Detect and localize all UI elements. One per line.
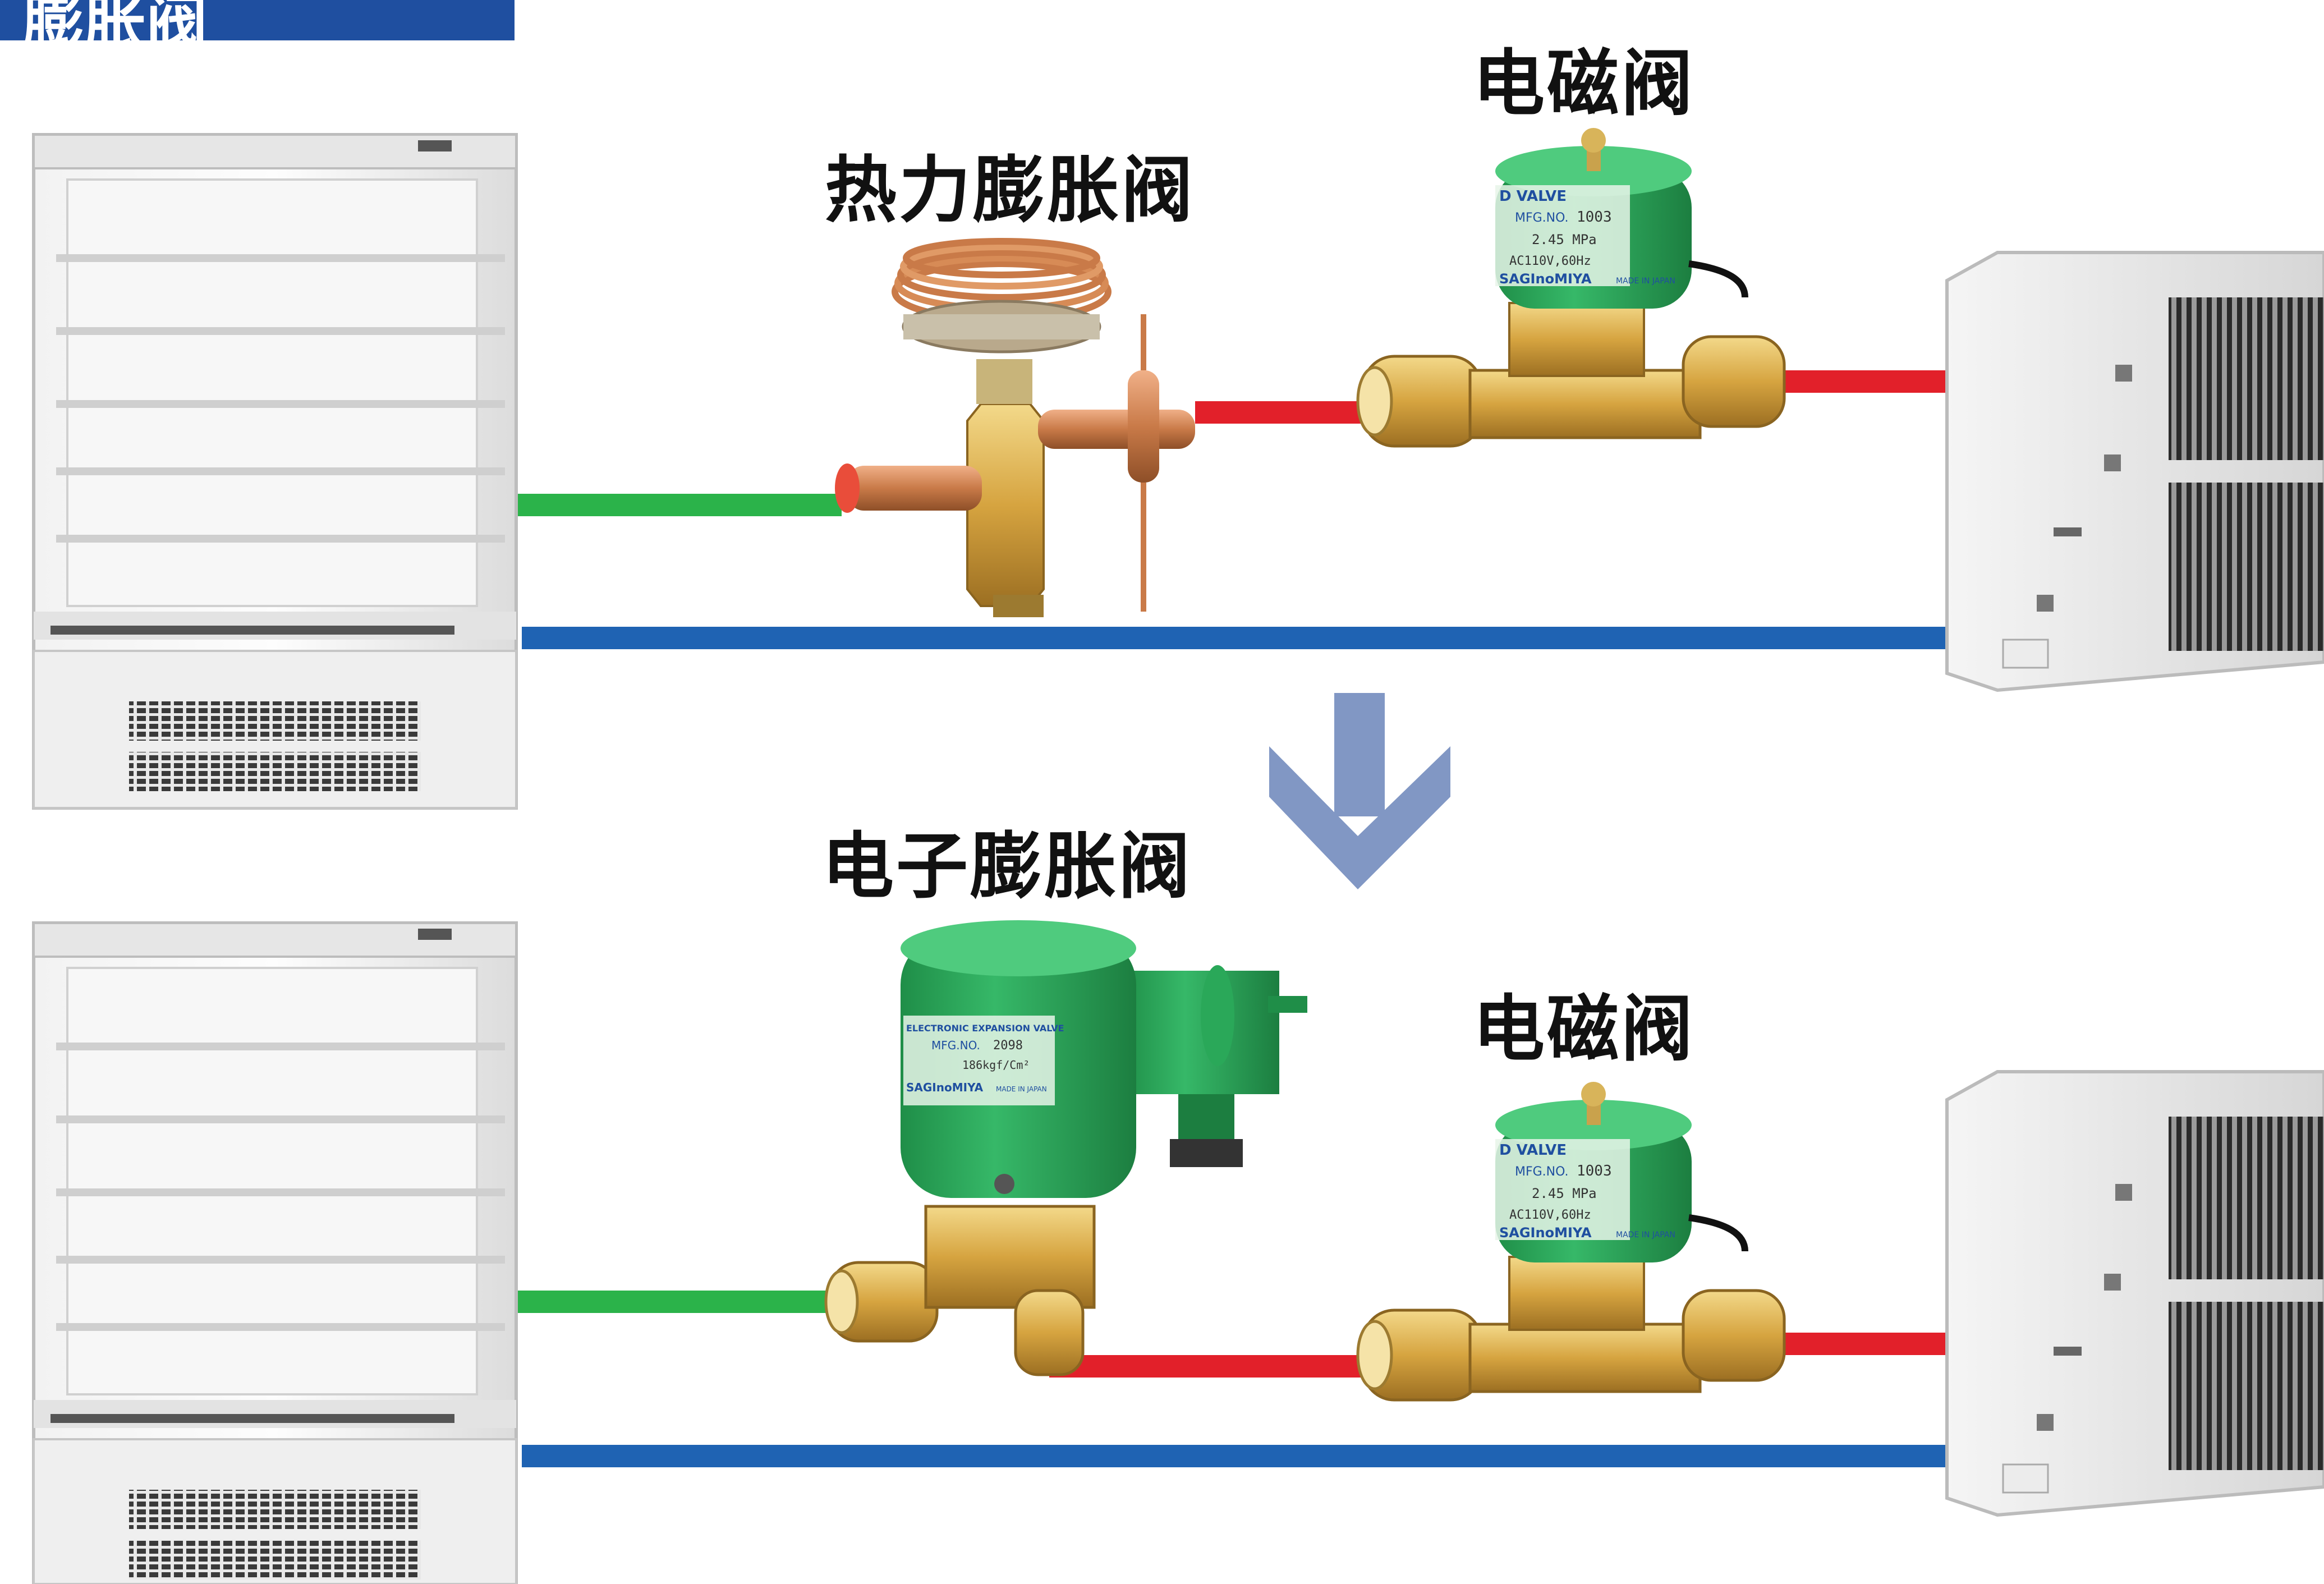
condensing-unit-icon: [1945, 251, 2324, 692]
top-solenoid-plate-brand: SAGInoMIYA: [1499, 271, 1592, 287]
showcase-fridge-icon: [32, 921, 518, 1584]
bottom-solenoid-plate-line1: D VALVE: [1499, 1142, 1567, 1159]
eev-plate-pressure: 186kgf/Cm²: [962, 1058, 1030, 1072]
page-title: 膨胀阀: [22, 0, 208, 59]
title-bar: 膨胀阀: [0, 0, 502, 59]
top-solenoid-plate-line1: D VALVE: [1499, 188, 1567, 205]
bottom-solenoid-plate-pressure: 2.45 MPa: [1532, 1186, 1597, 1201]
eev-plate-brand: SAGInoMIYA: [906, 1081, 984, 1094]
solenoid-valve-icon: D VALVE MFG.NO. 1003 2.45 MPa AC110V,60H…: [1356, 128, 1786, 448]
bottom-solenoid-plate-serial: 1003: [1577, 1163, 1612, 1179]
electronic-expansion-valve-icon: ELECTRONIC EXPANSION VALVE MFG.NO. 2098 …: [824, 920, 1307, 1376]
down-arrow-icon: [1269, 693, 1450, 889]
top-solenoid-plate-mfg: MFG.NO.: [1515, 211, 1569, 225]
top-solenoid-plate-made: MADE IN JAPAN: [1616, 277, 1675, 286]
bottom-solenoid-plate-mfg: MFG.NO.: [1515, 1165, 1569, 1179]
bottom-solenoid-plate-made: MADE IN JAPAN: [1616, 1231, 1675, 1239]
eev-plate-made: MADE IN JAPAN: [996, 1085, 1047, 1093]
thermostatic-expansion-valve-icon: [835, 238, 1195, 617]
title-bar-edge: [502, 0, 515, 40]
eev-plate-serial: 2098: [993, 1039, 1023, 1053]
condensing-unit-icon: [1945, 1070, 2324, 1517]
top-solenoid-label: 电磁阀: [1473, 42, 1696, 126]
top-solenoid-plate-pressure: 2.45 MPa: [1532, 232, 1597, 247]
bottom-solenoid-plate-brand: SAGInoMIYA: [1499, 1225, 1592, 1241]
top-solenoid-plate-voltage: AC110V,60Hz: [1509, 254, 1591, 268]
eev-plate-line1: ELECTRONIC EXPANSION VALVE: [906, 1023, 1064, 1034]
txv-label: 热力膨胀阀: [825, 149, 1196, 232]
eev-plate-mfg: MFG.NO.: [931, 1039, 980, 1052]
bottom-solenoid-plate-voltage: AC110V,60Hz: [1509, 1208, 1591, 1222]
solenoid-valve-icon: D VALVE MFG.NO. 1003 2.45 MPa AC110V,60H…: [1356, 1082, 1786, 1402]
showcase-fridge-icon: [32, 133, 518, 810]
bottom-solenoid-label: 电磁阀: [1473, 988, 1696, 1071]
top-solenoid-plate-serial: 1003: [1577, 209, 1612, 226]
eev-label: 电子膨胀阀: [822, 825, 1193, 908]
